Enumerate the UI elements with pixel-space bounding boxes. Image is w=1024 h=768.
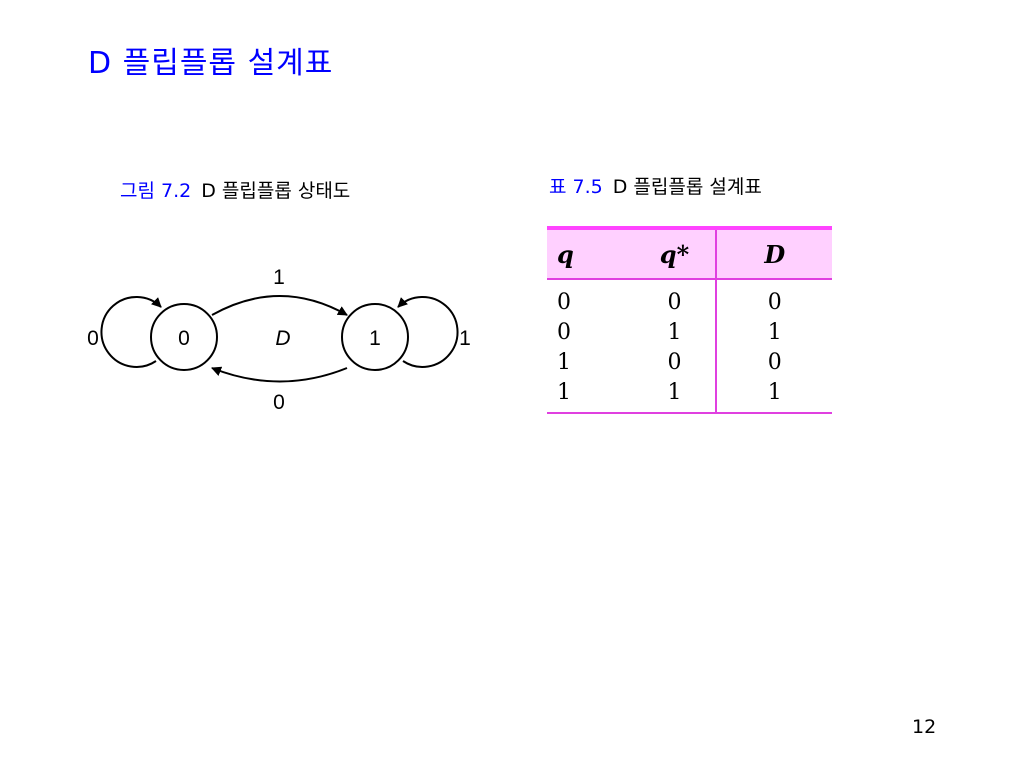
self-loop-state-0	[100, 295, 162, 368]
slide-title: D 플립플롭 설계표	[88, 46, 334, 81]
transition-0-to-1	[211, 295, 348, 316]
state-label-1: 1	[369, 327, 381, 350]
table-caption: 표 7.5 D 플립플롭 설계표	[549, 172, 762, 199]
table-row: 0 0 0	[547, 279, 832, 318]
state-circle-1	[341, 303, 409, 371]
cell-q-next: 1	[667, 320, 682, 345]
page-number: 12	[912, 716, 937, 738]
figure-caption-number: 그림 7.2	[120, 180, 192, 202]
state-circle-0	[150, 303, 218, 371]
self-loop-label-0: 0	[87, 327, 99, 350]
transition-1-to-0	[211, 366, 348, 383]
design-table: q q* D 0 0 0 0 1 1 1 0 0 1 1 1	[547, 226, 832, 414]
cell-q-next: 0	[667, 290, 682, 315]
figure-caption-text: D 플립플롭 상태도	[201, 180, 351, 202]
table-row: 0 1 1	[547, 318, 832, 348]
cell-d: 1	[715, 318, 832, 348]
table-row: 1 0 0	[547, 348, 832, 378]
cell-q-next: 1	[633, 378, 717, 414]
table-caption-text: D 플립플롭 설계표	[612, 176, 762, 198]
table-row: 1 1 1	[547, 378, 832, 414]
center-input-label: D	[275, 327, 290, 350]
edge-bottom-label: 0	[273, 391, 285, 414]
cell-d: 0	[715, 279, 832, 318]
figure-caption: 그림 7.2 D 플립플롭 상태도	[120, 176, 350, 203]
cell-q: 1	[557, 350, 571, 375]
self-loop-state-1	[397, 295, 459, 368]
header-q: q	[547, 226, 634, 280]
cell-q: 0	[557, 290, 571, 315]
cell-d: 1	[715, 378, 832, 414]
self-loop-label-1: 1	[459, 327, 471, 350]
header-d: D	[715, 226, 832, 280]
table-caption-number: 표 7.5	[549, 176, 603, 198]
state-label-0: 0	[178, 327, 190, 350]
state-diagram: 0 1 0 1 D 1 0	[87, 266, 471, 414]
cell-q: 0	[557, 320, 571, 345]
cell-d: 0	[715, 348, 832, 378]
table-header-row: q q* D	[547, 226, 832, 280]
cell-q: 1	[547, 378, 634, 414]
cell-q-next: 0	[667, 350, 682, 375]
header-q-next: q*	[633, 226, 717, 280]
edge-top-label: 1	[273, 266, 285, 289]
